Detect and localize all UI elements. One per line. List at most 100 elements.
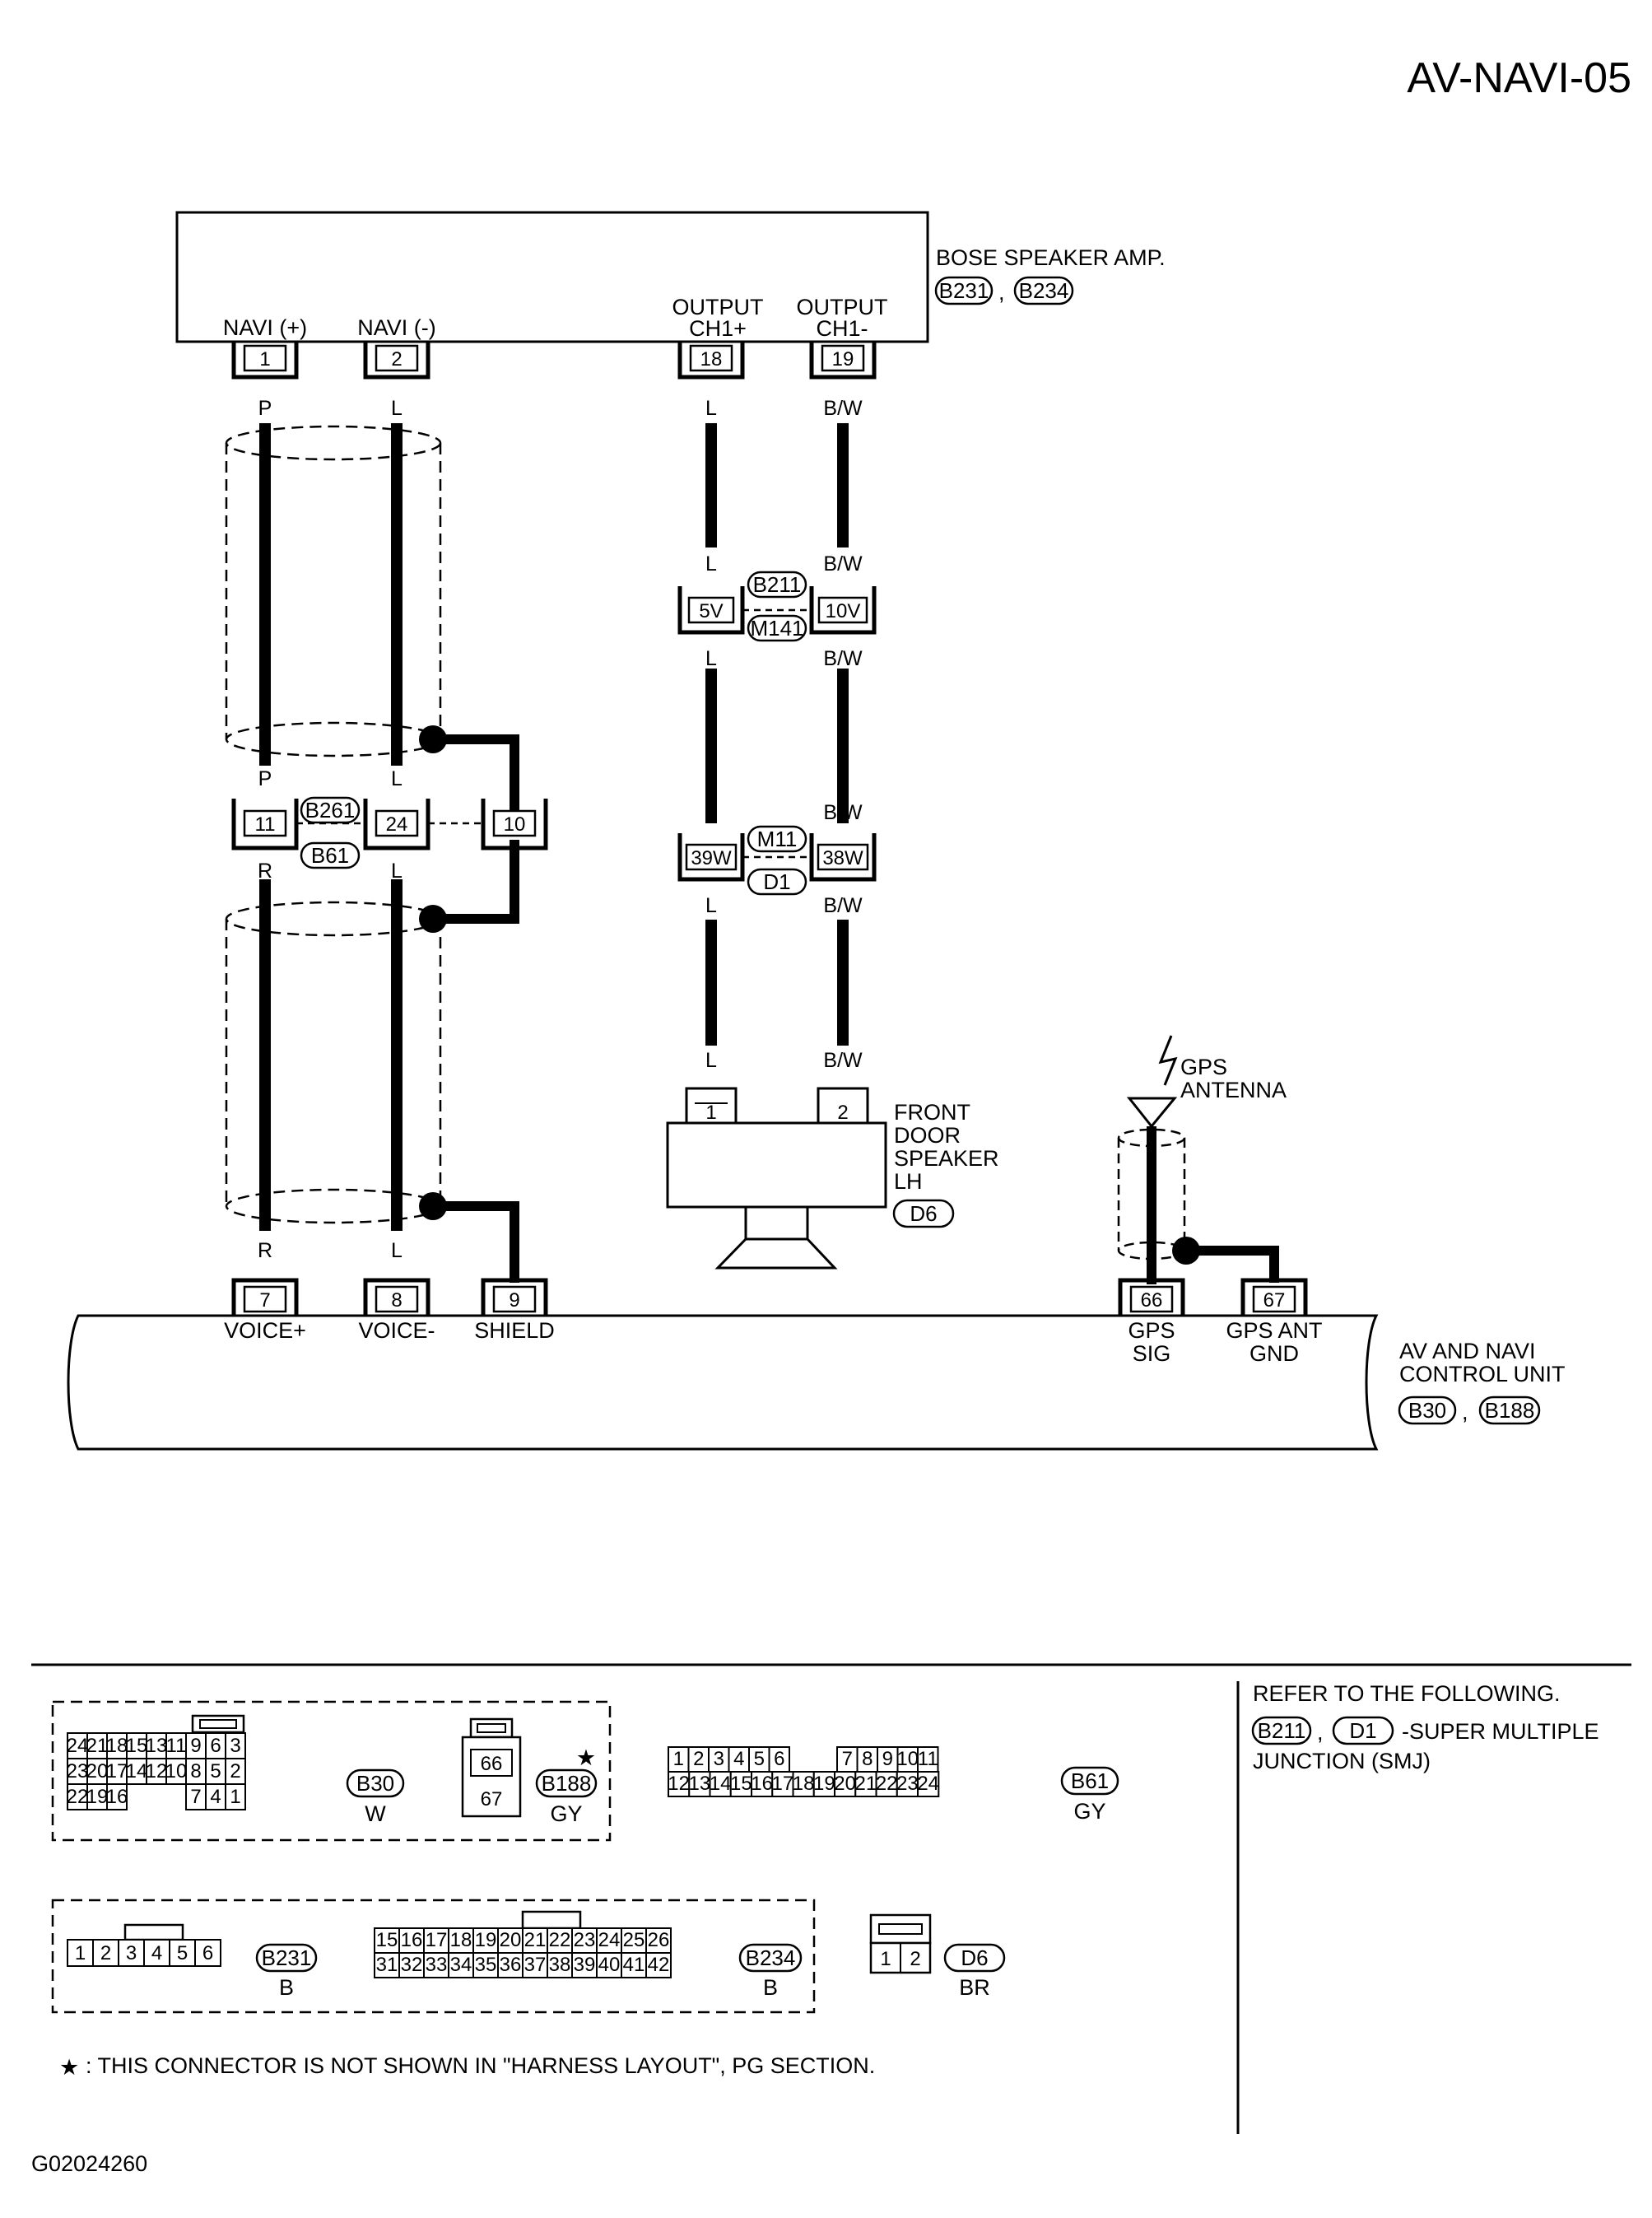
pin-number: 5 — [210, 1760, 221, 1782]
pin-number: 4 — [151, 1942, 162, 1964]
connector-cell — [194, 1939, 221, 1967]
pin-number: 21 — [524, 1929, 547, 1951]
connector-id-d6: D6 — [910, 1201, 937, 1226]
pin-number: 23 — [574, 1929, 596, 1951]
star-mark: ★ — [576, 1745, 596, 1770]
svg-text:9: 9 — [509, 1289, 519, 1312]
amp-pin-label-ch1-plus: CH1+ — [689, 316, 747, 341]
amp-pin-label-navi-minus: NAVI (-) — [357, 315, 436, 340]
connector-id-b261: B261 — [305, 798, 356, 822]
connector-cell — [106, 1732, 128, 1759]
connector-cell — [751, 1771, 774, 1797]
svg-text:24: 24 — [386, 813, 408, 836]
wire-color-ch1p-top: L — [705, 397, 717, 420]
connector-cell — [146, 1732, 167, 1759]
connector-id-b234-view: B234 B — [738, 1943, 803, 2000]
cu-label-gps-ant: GPS ANT — [1226, 1318, 1322, 1343]
wire-color-p-top: P — [258, 397, 272, 420]
cu-label-shield: SHIELD — [474, 1318, 555, 1343]
connector-id-b188-view: ★ B188 GY — [535, 1745, 598, 1826]
cu-pin-7: 7 — [231, 1278, 299, 1316]
speaker-label-front: FRONT — [894, 1100, 970, 1125]
connector-id-b61-view: B61 GY — [1060, 1766, 1119, 1824]
cu-connector-ids: B30 , B188 — [1398, 1396, 1541, 1425]
connector-color-b61: GY — [1073, 1799, 1105, 1824]
wire-color-j2-bw-above: B/W — [823, 801, 863, 824]
connector-id-b30: B30 — [1408, 1398, 1446, 1423]
cu-pin-67: 67 — [1240, 1278, 1308, 1316]
amp-pin-label-output2: OUTPUT — [797, 295, 888, 319]
cu-pin-66: 66 — [1118, 1278, 1185, 1316]
svg-text:5V: 5V — [699, 600, 723, 622]
svg-text:8: 8 — [391, 1289, 402, 1312]
cu-label-gps: GPS — [1128, 1318, 1175, 1343]
connector-cell — [448, 1927, 474, 1954]
right-harness-wires — [705, 423, 849, 1046]
cu-label-sig: SIG — [1133, 1341, 1171, 1366]
pin-number: 24 — [67, 1735, 89, 1757]
shield-drain-wires — [419, 725, 519, 1283]
pin-number: 20 — [86, 1760, 109, 1782]
amp-pin-2: 2 — [363, 342, 430, 380]
connector-id-b30-view: B30 W — [346, 1768, 405, 1826]
svg-text:B234: B234 — [746, 1945, 796, 1970]
left-joint-pin-10: 10 — [481, 799, 548, 850]
left-joint-connector-ids: B261 B61 — [300, 796, 361, 869]
pin-number: 17 — [772, 1773, 794, 1795]
connector-color-b188: GY — [550, 1801, 582, 1826]
connector-color-b30: W — [365, 1801, 386, 1826]
pin-number: 23 — [67, 1760, 89, 1782]
connector-id-b231-view: B231 B — [255, 1943, 318, 2000]
speaker-pin-2: 2 — [817, 1087, 869, 1125]
pin-number: 17 — [106, 1760, 128, 1782]
connector-cell — [143, 1939, 170, 1967]
connector-cell — [423, 1952, 449, 1978]
bose-amp-connector-ids: B231 , B234 — [934, 276, 1074, 305]
svg-text:11: 11 — [255, 813, 276, 836]
connector-id-b211: B211 — [753, 572, 802, 597]
svg-text:67: 67 — [481, 1788, 503, 1810]
connector-id-b188: B188 — [1485, 1398, 1535, 1423]
pin-number: 41 — [623, 1954, 645, 1976]
refer-id-d1: D1 — [1349, 1718, 1376, 1743]
bose-amp-title: BOSE SPEAKER AMP. — [936, 245, 1166, 270]
pin-number: 2 — [100, 1942, 111, 1964]
pin-number: 20 — [500, 1929, 522, 1951]
svg-text:1: 1 — [880, 1948, 891, 1970]
connector-cell — [185, 1783, 207, 1810]
connector-cell — [792, 1771, 815, 1797]
wire-color-p-mid: P — [258, 767, 272, 790]
pin-number: 18 — [106, 1735, 128, 1757]
pin-number: 22 — [876, 1773, 898, 1795]
pin-number: 19 — [475, 1929, 497, 1951]
connector-id-b61: B61 — [311, 843, 349, 868]
connector-cell — [896, 1746, 919, 1773]
pin-number: 2 — [230, 1760, 240, 1782]
svg-text:B188: B188 — [542, 1771, 592, 1796]
speaker-label-door: DOOR — [894, 1123, 961, 1148]
connector-cell — [497, 1952, 524, 1978]
connector-color-b231: B — [279, 1975, 294, 2000]
pin-number: 33 — [426, 1954, 448, 1976]
pin-number: 5 — [177, 1942, 188, 1964]
connector-id-b234: B234 — [1019, 278, 1069, 303]
connector-cell — [522, 1952, 548, 1978]
pin-number: 8 — [862, 1748, 873, 1770]
pin-number: 16 — [106, 1786, 128, 1808]
pin-number: 1 — [673, 1748, 684, 1770]
gps-antenna-icon — [1126, 1035, 1178, 1129]
connector-color-b234: B — [763, 1975, 778, 2000]
pin-number: 3 — [126, 1942, 137, 1964]
wire-color-j1-l-below: L — [705, 647, 717, 670]
pin-number: 16 — [401, 1929, 423, 1951]
connector-group-2 — [51, 1899, 816, 2014]
pin-number: 8 — [190, 1760, 201, 1782]
connector-cell — [67, 1939, 94, 1967]
wire-color-j2-l-below: L — [705, 894, 717, 917]
pin-number: 26 — [648, 1929, 670, 1951]
amp-pin-19: 19 — [809, 342, 877, 380]
pin-number: 31 — [376, 1954, 398, 1976]
wire-color-j2-bw-below: B/W — [823, 894, 863, 917]
pin-number: 5 — [754, 1748, 765, 1770]
